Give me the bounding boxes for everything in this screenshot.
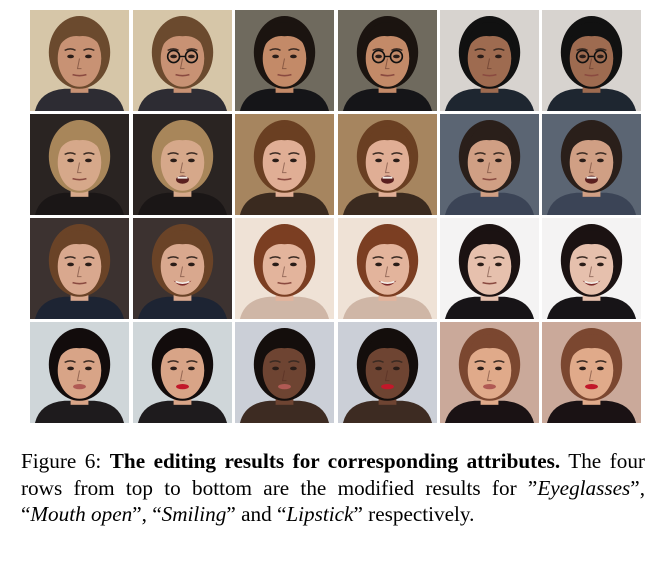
caption-bold-lead: The editing results for corresponding at… bbox=[109, 449, 561, 473]
face-image-eyeglasses-original bbox=[440, 10, 539, 111]
face-image-eyeglasses-edited bbox=[133, 10, 232, 111]
face-image-lipstick-edited bbox=[133, 322, 232, 423]
face-image-mouth-open-edited bbox=[133, 114, 232, 215]
caption-quote: ” bbox=[527, 475, 538, 500]
face-image-eyeglasses-original bbox=[235, 10, 334, 111]
face-image-mouth-open-original bbox=[440, 114, 539, 215]
caption-attr-smiling: Smiling bbox=[161, 502, 227, 526]
face-image-smiling-edited bbox=[133, 218, 232, 319]
caption-attr-eyeglasses: Eyeglasses bbox=[537, 475, 631, 500]
face-image-mouth-open-edited bbox=[542, 114, 641, 215]
caption-text-end: ” respectively. bbox=[353, 502, 475, 526]
face-image-smiling-original bbox=[235, 218, 334, 319]
figure-label: Figure 6: bbox=[21, 449, 102, 473]
figure-caption: Figure 6: The editing results for corres… bbox=[21, 448, 645, 528]
caption-separator: ” and “ bbox=[226, 502, 287, 526]
face-image-mouth-open-original bbox=[30, 114, 129, 215]
caption-quote: ” bbox=[630, 475, 640, 500]
caption-attr-lipstick: Lipstick bbox=[286, 502, 354, 526]
face-image-eyeglasses-original bbox=[30, 10, 129, 111]
caption-attr-mouth-open: Mouth open bbox=[30, 502, 133, 526]
face-image-lipstick-edited bbox=[338, 322, 437, 423]
face-image-smiling-original bbox=[30, 218, 129, 319]
caption-separator: , “ bbox=[21, 475, 645, 527]
face-image-smiling-edited bbox=[338, 218, 437, 319]
figure-image-grid bbox=[30, 10, 641, 425]
face-image-lipstick-original bbox=[235, 322, 334, 423]
face-image-lipstick-original bbox=[440, 322, 539, 423]
face-image-lipstick-edited bbox=[542, 322, 641, 423]
face-image-lipstick-original bbox=[30, 322, 129, 423]
face-image-mouth-open-original bbox=[235, 114, 334, 215]
face-image-mouth-open-edited bbox=[338, 114, 437, 215]
caption-text: The four rows from top to bottom are the… bbox=[21, 449, 645, 500]
caption-separator: ”, “ bbox=[132, 502, 162, 526]
face-image-eyeglasses-edited bbox=[542, 10, 641, 111]
face-image-smiling-original bbox=[440, 218, 539, 319]
face-image-eyeglasses-edited bbox=[338, 10, 437, 111]
face-image-smiling-edited bbox=[542, 218, 641, 319]
